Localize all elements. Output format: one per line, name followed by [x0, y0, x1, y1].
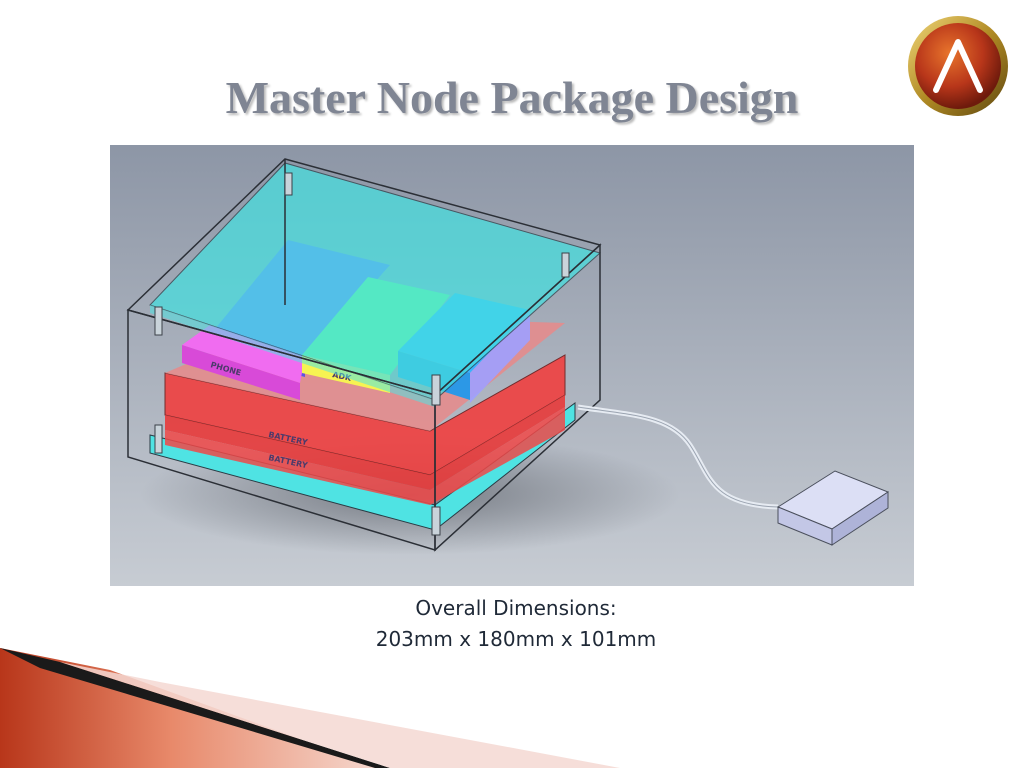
slide-title: Master Node Package Design — [225, 72, 799, 123]
cad-render: BATTERY BATTERY PHONE ADK — [110, 145, 914, 586]
caption-line-1: Overall Dimensions: — [415, 596, 617, 620]
company-logo — [908, 16, 1008, 116]
dimensions-caption: Overall Dimensions: 203mm x 180mm x 101m… — [300, 593, 732, 655]
decorative-swoosh — [0, 648, 620, 768]
caption-line-2: 203mm x 180mm x 101mm — [375, 627, 657, 651]
